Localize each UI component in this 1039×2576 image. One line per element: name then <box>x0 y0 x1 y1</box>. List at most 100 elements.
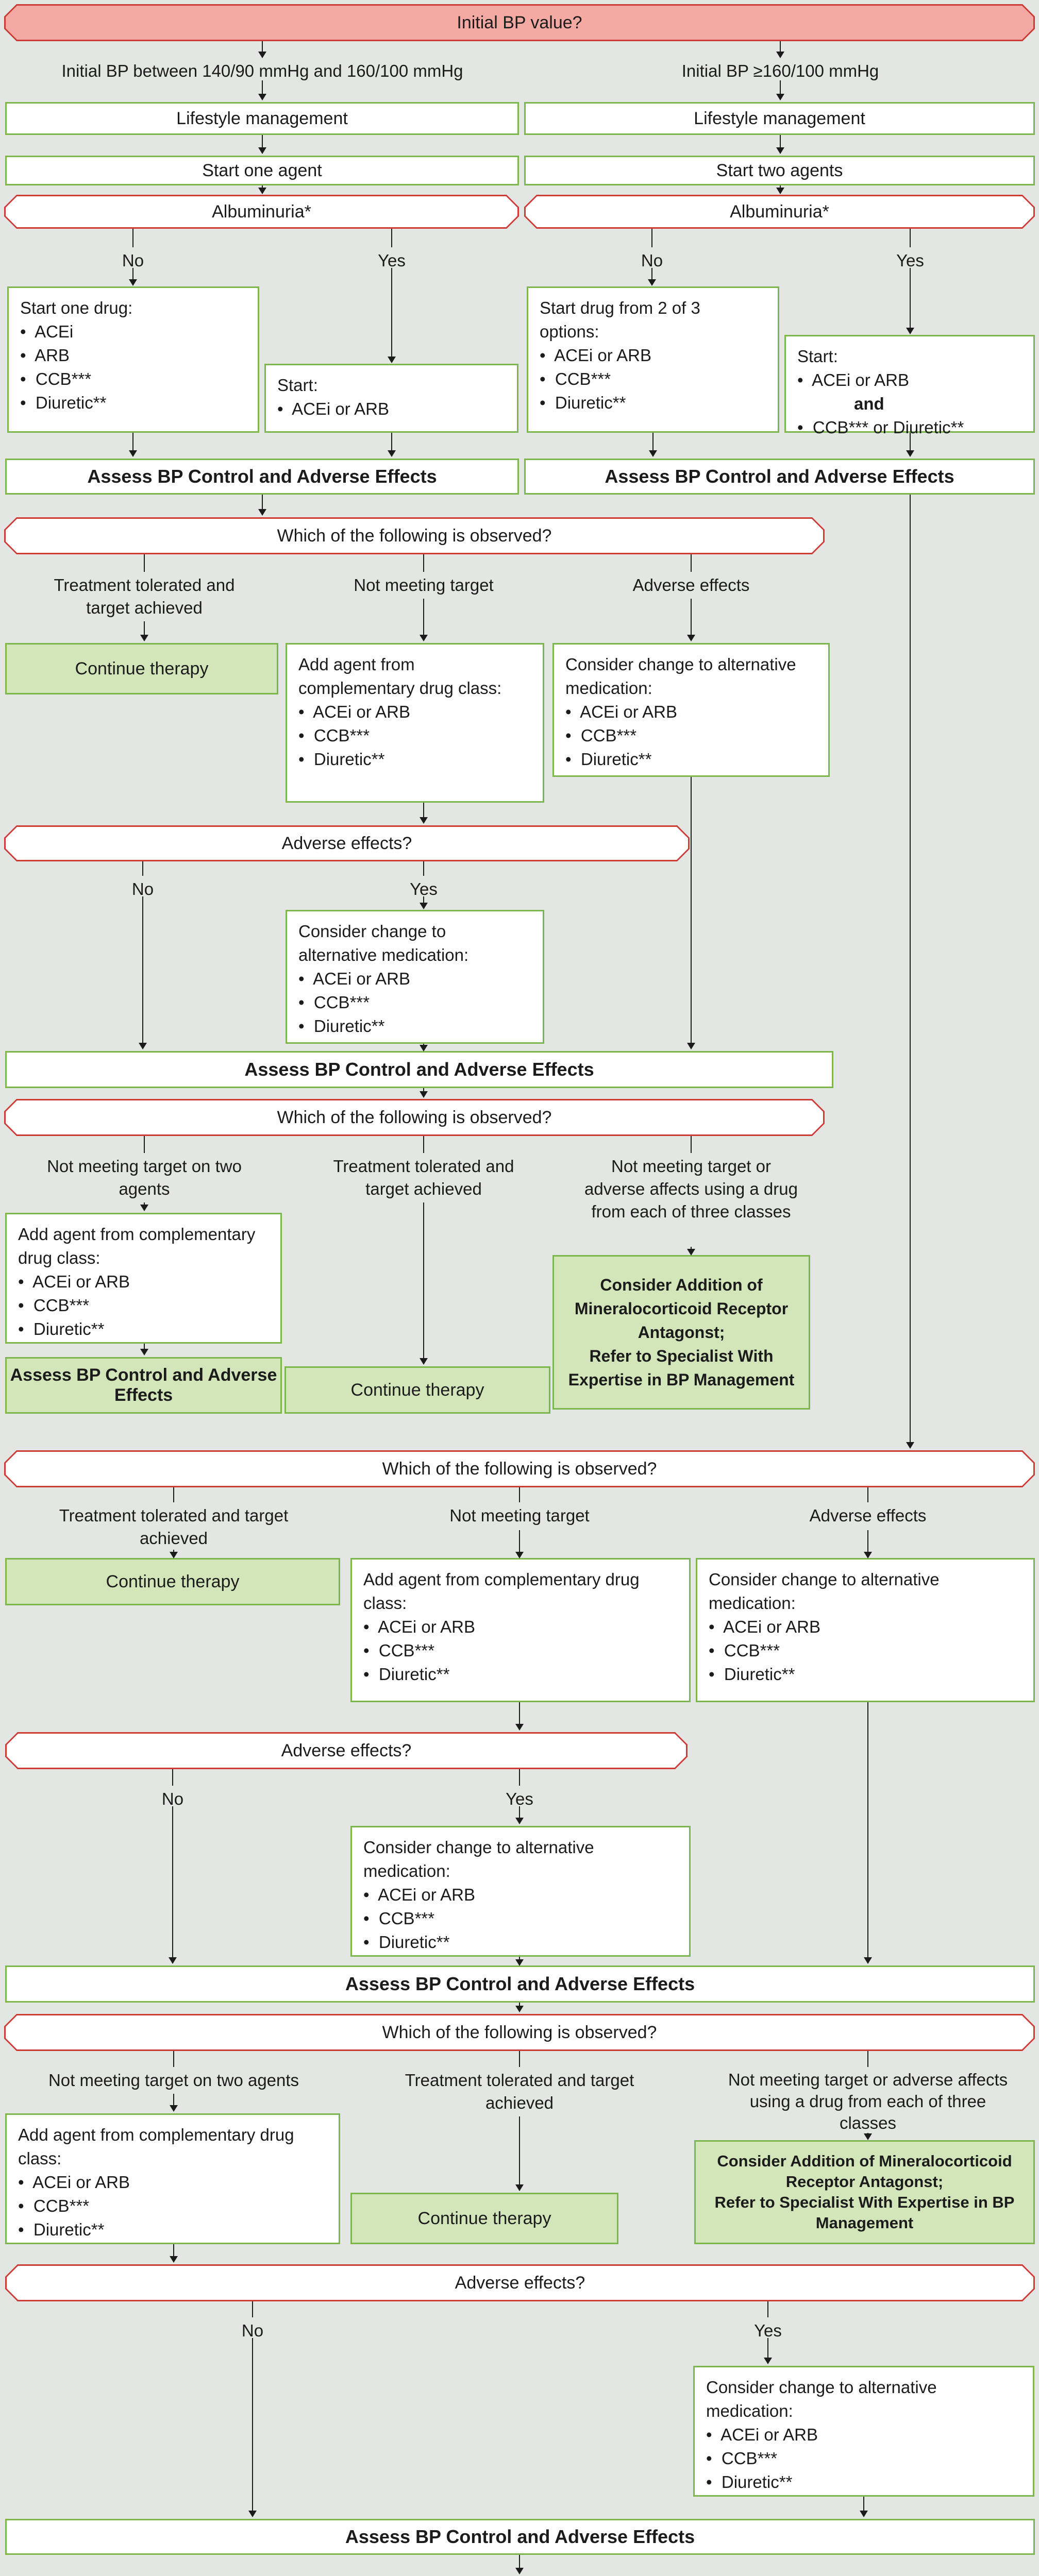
connector-line <box>519 2003 520 2006</box>
bullet: • CCB*** <box>298 726 370 745</box>
connector-arrowhead <box>776 188 784 194</box>
connector-line <box>423 896 424 903</box>
connector-line <box>652 433 653 450</box>
box-continue-therapy-4-text: Continue therapy <box>417 2208 551 2228</box>
connector-line <box>910 268 911 328</box>
bullet: • Diuretic** <box>363 1665 450 1684</box>
box-assess-3: Assess BP Control and Adverse Effects <box>5 1357 282 1414</box>
connector-line <box>691 1136 692 1153</box>
connector-line <box>132 229 133 247</box>
box-continue-therapy-1: Continue therapy <box>5 643 278 694</box>
box-consider-change-4: Consider change to alternative medicatio… <box>350 1826 691 1957</box>
connector-line <box>391 229 392 247</box>
decision-which-observed-4: Which of the following is observed? <box>4 2014 1035 2051</box>
connector-arrowhead <box>129 450 137 457</box>
connector-arrowhead <box>864 2133 872 2140</box>
decision-which-observed-1-text: Which of the following is observed? <box>6 519 823 553</box>
connector-line <box>144 621 145 635</box>
bullet: • Diuretic** <box>298 750 385 769</box>
connector-line <box>519 2555 520 2568</box>
connector-line <box>423 861 424 876</box>
connector-line <box>391 268 392 357</box>
box-add-agent-1: Add agent from complementary drug class:… <box>286 643 544 803</box>
connector-arrowhead <box>258 52 266 58</box>
bullet: • CCB*** <box>20 369 92 388</box>
box-lifestyle-left: Lifestyle management <box>5 102 519 135</box>
bullet: • ACEi or ARB <box>298 702 410 721</box>
box-assess-5: Assess BP Control and Adverse Effects <box>5 2519 1035 2555</box>
label-yes-5: Yes <box>754 2321 782 2340</box>
box-lifestyle-right-text: Lifestyle management <box>694 108 865 128</box>
connector-arrowhead <box>776 147 784 154</box>
box-start-one-drug-title: Start one drug: <box>20 298 133 317</box>
box-assess-1-right-text: Assess BP Control and Adverse Effects <box>605 466 954 487</box>
label-initial-bp-right: Initial BP ≥160/100 mmHg <box>681 61 879 80</box>
connector-line <box>173 1550 174 1552</box>
box-add-agent-2: Add agent from complementary drug class:… <box>5 1213 282 1344</box>
box-mineralocorticoid-1: Consider Addition of Mineralocorticoid R… <box>552 1255 810 1410</box>
connector-line <box>691 554 692 572</box>
bullet: • Diuretic** <box>18 1319 105 1338</box>
connector-arrowhead <box>687 1249 695 1256</box>
box-start-combo: Start: • ACEi or ARB and • CCB*** or Diu… <box>784 335 1035 437</box>
box-assess-1-left: Assess BP Control and Adverse Effects <box>5 459 519 495</box>
bullet: • Diuretic** <box>20 393 107 412</box>
label-no-4: No <box>161 1789 184 1808</box>
connector-line <box>867 1530 868 1552</box>
label-not-meeting-two-agents-2: Not meeting target on two agents <box>48 2071 299 2090</box>
box-consider-change-2: Consider change to alternative medicatio… <box>286 910 544 1044</box>
connector-arrowhead <box>420 903 428 909</box>
connector-arrowhead <box>258 147 266 154</box>
box-start-one-drug: Start one drug: • ACEi • ARB • CCB*** • … <box>7 286 259 433</box>
connector-arrowhead <box>515 1959 524 1966</box>
bullet: • CCB*** <box>18 2196 90 2215</box>
box-assess-2: Assess BP Control and Adverse Effects <box>5 1051 833 1088</box>
connector-line <box>519 2116 520 2184</box>
connector-arrowhead <box>140 635 148 641</box>
bullet: • Diuretic** <box>709 1665 795 1684</box>
connector-arrowhead <box>258 94 266 100</box>
label-yes-2: Yes <box>896 251 924 270</box>
connector-arrowhead <box>764 2358 772 2364</box>
label-treatment-tolerated-4: Treatment tolerated and target achieved <box>405 2071 634 2112</box>
connector-line <box>519 1702 520 1724</box>
connector-line <box>780 185 781 188</box>
bullet: • CCB*** or Diuretic** <box>797 418 964 437</box>
decision-which-observed-3-text: Which of the following is observed? <box>6 1452 1033 1486</box>
connector-line <box>173 2051 174 2067</box>
box-start-one-agent: Start one agent <box>5 156 519 185</box>
connector-arrowhead <box>258 509 266 516</box>
bullet: • CCB*** <box>363 1641 435 1660</box>
connector-line <box>519 1487 520 1502</box>
connector-arrowhead <box>864 1957 872 1964</box>
box-start-two-agents: Start two agents <box>524 156 1035 185</box>
connector-line <box>910 495 911 1442</box>
decision-which-observed-2-text: Which of the following is observed? <box>6 1100 823 1134</box>
connector-line <box>173 2094 174 2105</box>
connector-line <box>767 2338 768 2358</box>
connector-line <box>262 495 263 509</box>
box-continue-therapy-4: Continue therapy <box>350 2193 618 2244</box>
connector-line <box>262 41 263 52</box>
connector-arrowhead <box>170 1552 178 1558</box>
connector-line <box>910 229 911 247</box>
connector-line <box>142 861 143 876</box>
connector-arrowhead <box>515 2568 524 2574</box>
connector-arrowhead <box>515 1724 524 1731</box>
connector-arrowhead <box>776 94 784 100</box>
box-continue-therapy-2: Continue therapy <box>284 1366 550 1414</box>
box-mineralocorticoid-2: Consider Addition of Mineralocorticoid R… <box>694 2140 1035 2244</box>
connector-arrowhead <box>776 52 784 58</box>
connector-arrowhead <box>388 450 396 457</box>
bullet: • Diuretic** <box>298 1016 385 1036</box>
box-consider-change-5: Consider change to alternative medicatio… <box>693 2366 1034 2497</box>
connector-arrowhead <box>906 1442 914 1449</box>
bullet: • CCB*** <box>18 1296 90 1315</box>
label-no-3: No <box>131 879 154 899</box>
label-not-meeting-target-1: Not meeting target <box>354 575 494 595</box>
box-assess-4: Assess BP Control and Adverse Effects <box>5 1965 1035 2003</box>
connector-line <box>173 2244 174 2256</box>
connector-line <box>423 554 424 572</box>
connector-line <box>519 1769 520 1786</box>
label-no-5: No <box>241 2321 264 2340</box>
